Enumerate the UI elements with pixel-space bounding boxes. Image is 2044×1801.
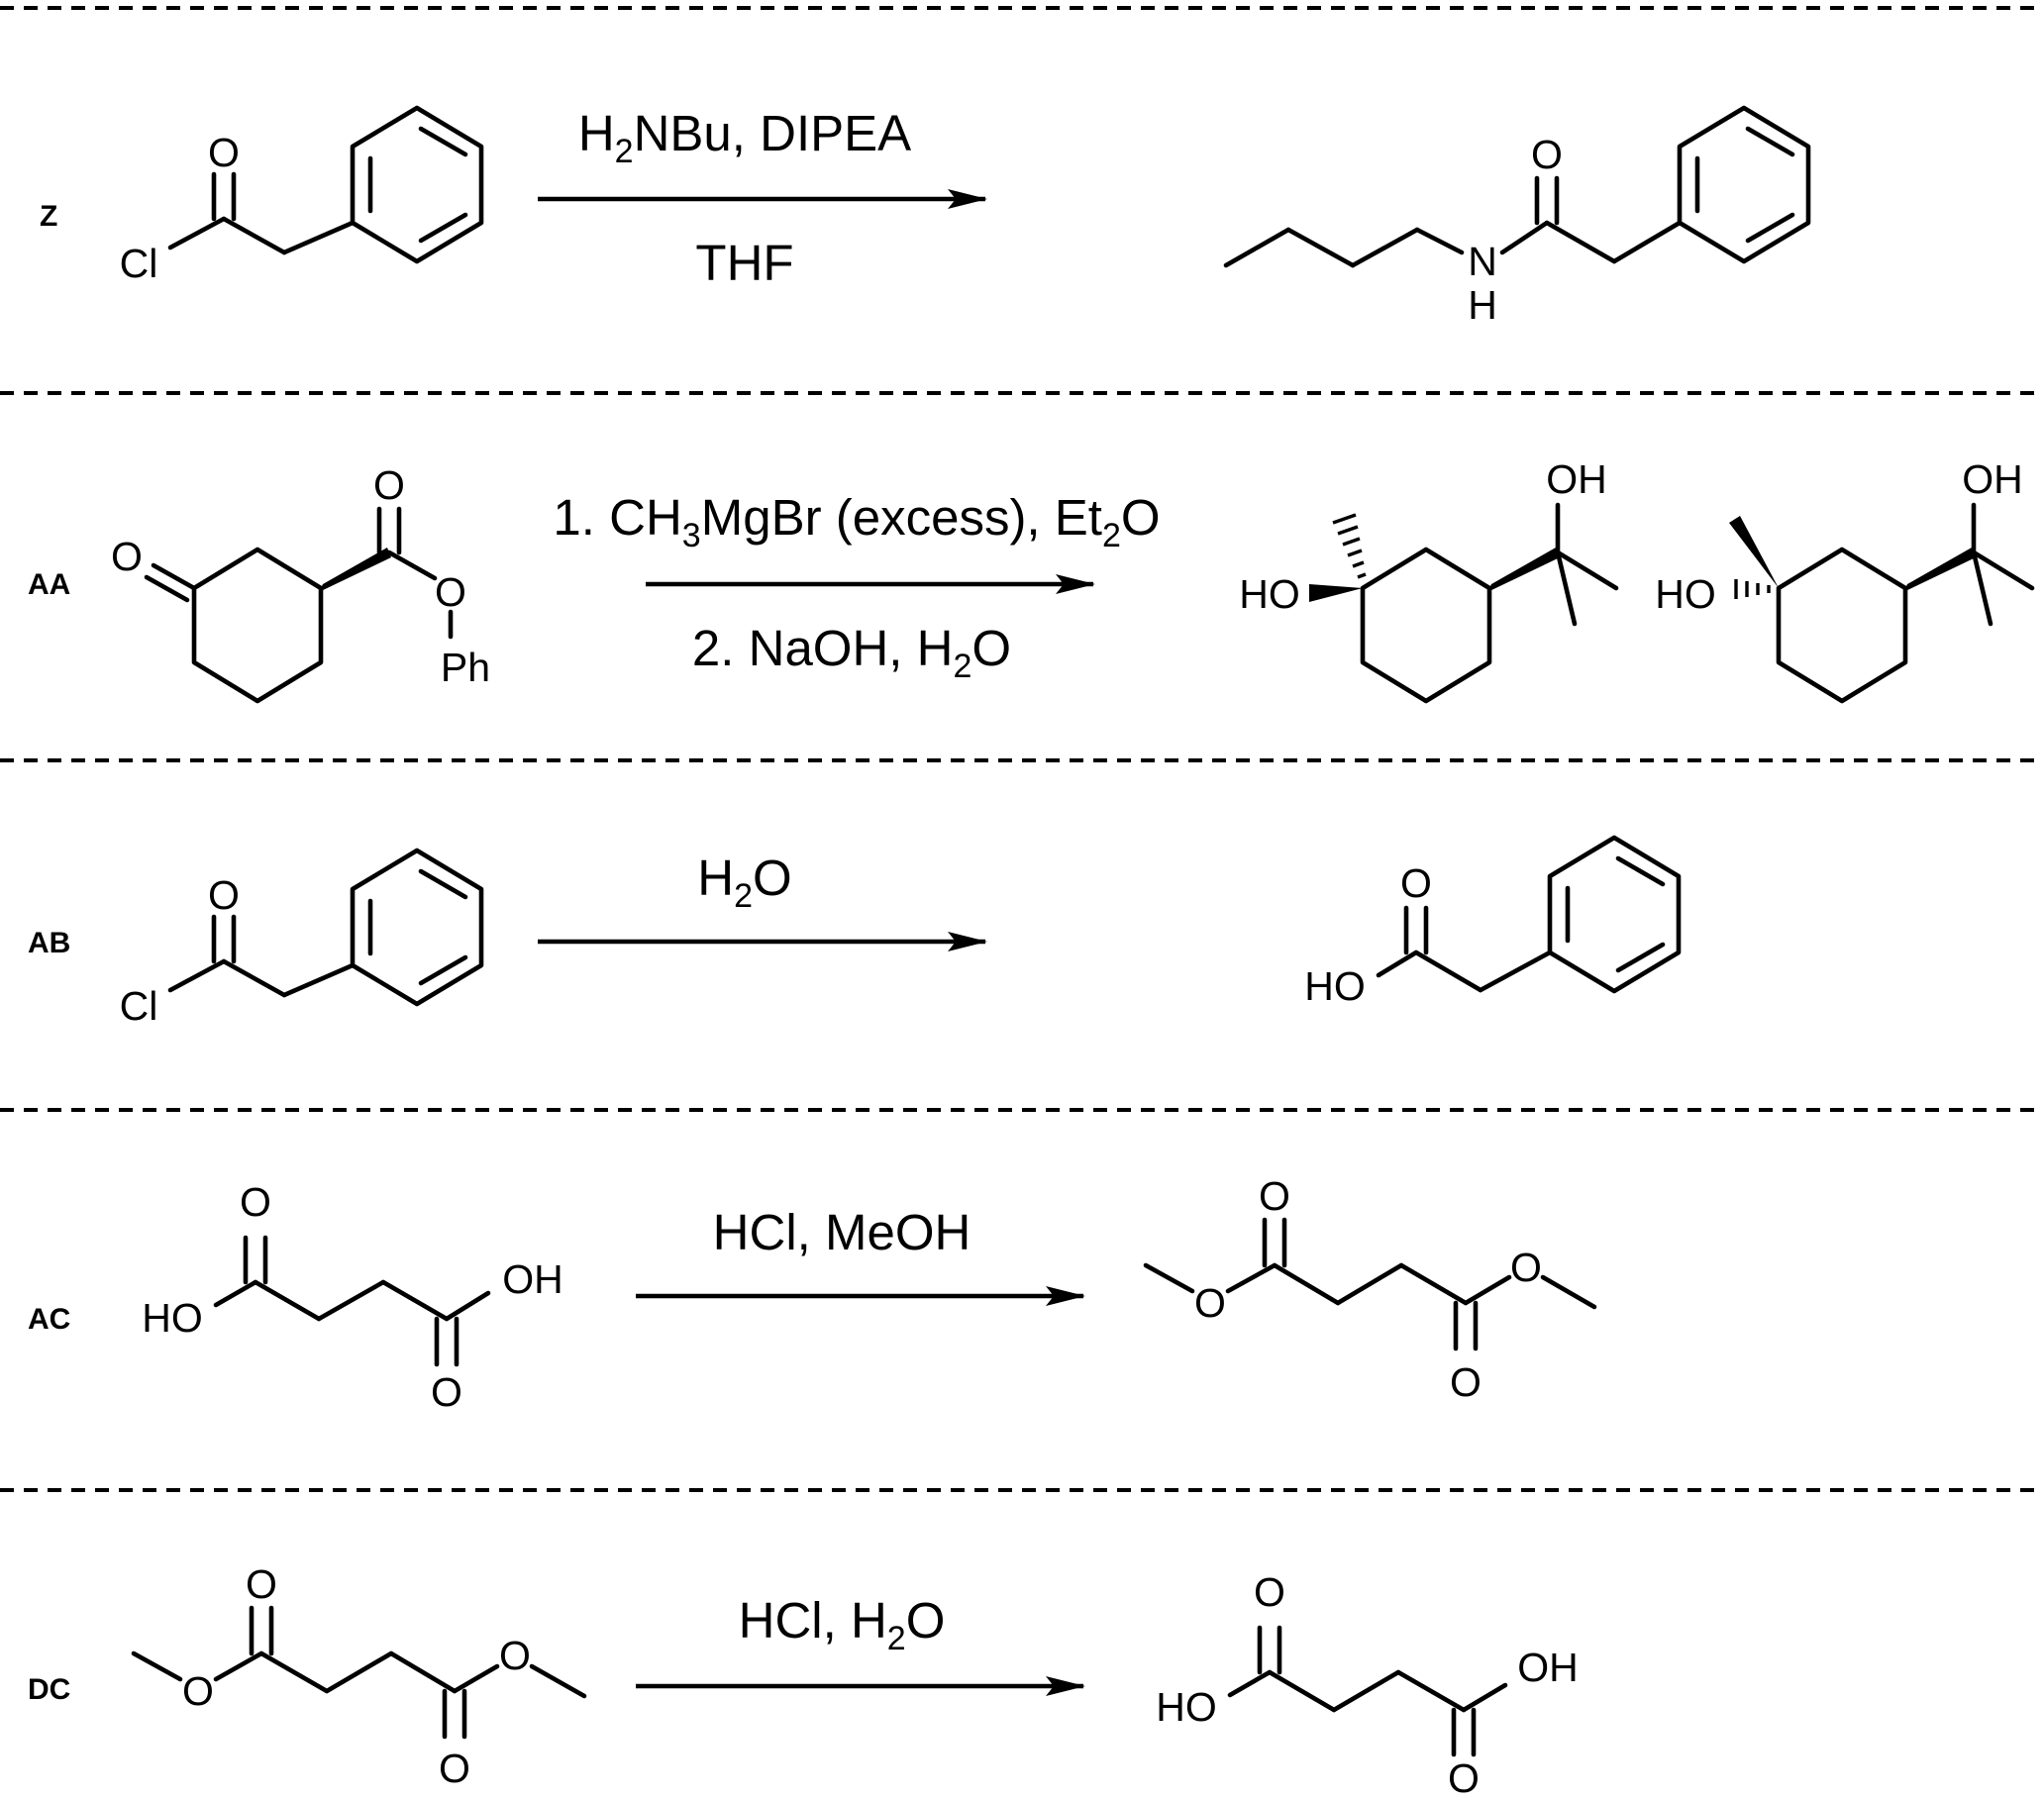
- separators: [0, 6, 2044, 1492]
- atom-ho-left: HO: [1239, 571, 1300, 617]
- conditions-below: THF: [695, 235, 793, 291]
- atom-o: O: [1450, 1359, 1482, 1405]
- product-succinic-acid: O HO OH O: [1156, 1569, 1579, 1801]
- conditions-below: 2. NaOH, H2O: [692, 620, 1011, 685]
- atom-oh-top: OH: [1546, 456, 1607, 502]
- atom-h: H: [1468, 282, 1497, 328]
- atom-cl: Cl: [120, 241, 158, 286]
- reaction-label: DC: [28, 1673, 70, 1706]
- atom-o: O: [431, 1369, 462, 1415]
- product-phenylacetic-acid: O HO: [1304, 835, 1682, 1009]
- reaction-label: Z: [40, 200, 57, 233]
- atom-ester-o: O: [373, 462, 405, 508]
- reaction-ac: AC O HO OH O HCl, MeOH: [28, 1173, 1597, 1415]
- atom-o: O: [1400, 860, 1432, 906]
- product-n-butylphenylacetamide: O N H: [1223, 105, 1811, 328]
- atom-ho-left: HO: [1655, 571, 1716, 617]
- atom-o: O: [1254, 1569, 1285, 1615]
- reactant-dimethyl-succinate: O O O O: [131, 1561, 587, 1791]
- atom-ether-o: O: [435, 569, 466, 615]
- atom-o: O: [246, 1561, 277, 1607]
- atom-o-ether: O: [182, 1668, 214, 1714]
- reactant-phenyl-oxocyclohexanecarboxylate: O O O Ph: [111, 462, 490, 704]
- conditions-above: HCl, H2O: [739, 1592, 946, 1657]
- reaction-z: Z O Cl H2NBu, DIPEA THF: [40, 105, 1811, 328]
- atom-o-ether: O: [499, 1633, 531, 1678]
- atom-ho: HO: [142, 1295, 203, 1341]
- reactant-phenylacetyl-chloride: O Cl: [120, 848, 484, 1029]
- atom-cl: Cl: [120, 983, 158, 1029]
- reaction-ab: AB O Cl H2O O HO: [28, 835, 1682, 1029]
- product-diol-isomer-1: OH HO: [1239, 456, 1619, 704]
- conditions-above: HCl, MeOH: [713, 1204, 971, 1260]
- conditions-above: H2NBu, DIPEA: [578, 105, 911, 170]
- conditions-above: 1. CH3MgBr (excess), Et2O: [553, 489, 1160, 554]
- reaction-dc: DC O O O O HCl, H2O: [28, 1561, 1579, 1801]
- atom-oh: OH: [1517, 1645, 1579, 1690]
- atom-ho: HO: [1156, 1684, 1217, 1730]
- reactant-phenylacetyl-chloride: O Cl: [120, 105, 484, 286]
- atom-o-ether: O: [1510, 1245, 1542, 1290]
- product-diol-isomer-2: OH HO: [1655, 456, 2035, 704]
- atom-ketone-o: O: [111, 534, 143, 579]
- atom-o-ether: O: [1194, 1280, 1226, 1326]
- reaction-label: AC: [28, 1303, 70, 1336]
- atom-oh: OH: [502, 1256, 563, 1302]
- atom-ph: Ph: [441, 645, 490, 690]
- atom-n: N: [1468, 239, 1497, 284]
- atom-o: O: [1448, 1755, 1480, 1801]
- atom-oh-top: OH: [1962, 456, 2023, 502]
- atom-o: O: [1531, 132, 1563, 177]
- conditions-above: H2O: [697, 850, 791, 915]
- atom-o: O: [208, 130, 240, 175]
- product-dimethyl-succinate: O O O O: [1143, 1173, 1597, 1405]
- atom-o: O: [208, 872, 240, 918]
- atom-o: O: [439, 1746, 470, 1791]
- atom-o: O: [1259, 1173, 1290, 1219]
- reactant-succinic-acid: O HO OH O: [142, 1179, 563, 1415]
- atom-ho: HO: [1304, 963, 1366, 1009]
- atom-o: O: [240, 1179, 271, 1225]
- reaction-label: AA: [28, 568, 70, 601]
- reaction-aa: AA O O O Ph 1. CH3MgBr (excess), Et2O 2.…: [28, 456, 2035, 704]
- reaction-label: AB: [28, 927, 70, 959]
